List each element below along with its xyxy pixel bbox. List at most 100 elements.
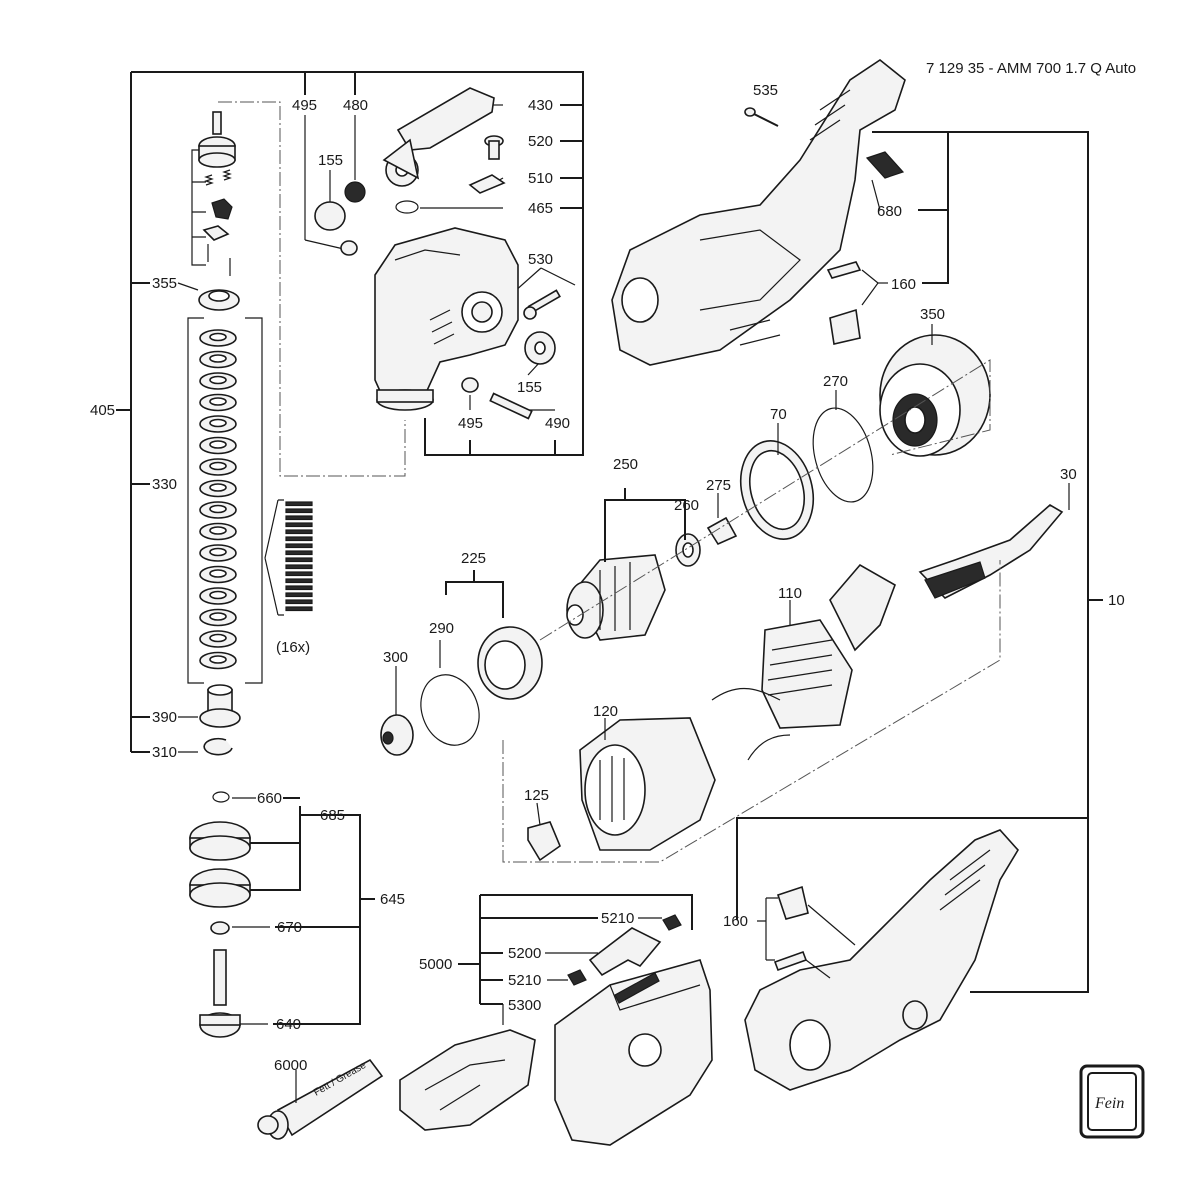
pads-160-lower [757, 885, 856, 979]
gear-housing [374, 227, 519, 411]
clamp-flange-685 [189, 821, 251, 908]
label-300: 300 [383, 649, 408, 666]
label-350: 350 [920, 306, 945, 323]
leader-125 [536, 802, 541, 826]
spring-disc-stack [199, 329, 237, 670]
brush-strip [285, 606, 313, 612]
label-510: 510 [528, 170, 553, 187]
disc-stack-bracket-left [187, 317, 204, 684]
cam-ring [198, 289, 240, 311]
brush-strip [285, 599, 313, 605]
bearing-cup-225 [477, 626, 543, 700]
small-springs [204, 169, 232, 186]
pads-680-160 [826, 151, 905, 345]
spring-disc-hole [209, 655, 227, 664]
spring-disc-hole [209, 547, 227, 557]
housing-half-upper [611, 59, 906, 366]
label-160b: 160 [723, 913, 748, 930]
label-660: 660 [257, 790, 282, 807]
label-495a: 495 [292, 97, 317, 114]
clamping-bolt-640 [199, 949, 241, 1038]
label-5300: 5300 [508, 997, 541, 1014]
part-labels: 495 480 430 520 510 465 155 530 155 495 … [90, 82, 1125, 1112]
label-680: 680 [877, 203, 902, 220]
brush-strip [285, 501, 313, 507]
spring-disc-hole [209, 633, 227, 643]
label-155a: 155 [318, 152, 343, 169]
brush-strip [285, 564, 313, 570]
label-5000: 5000 [419, 956, 452, 973]
model-header: 7 129 35 - AMM 700 1.7 Q Auto [926, 60, 1137, 77]
label-qty16: (16x) [276, 639, 310, 656]
label-640: 640 [276, 1016, 301, 1033]
label-535: 535 [753, 82, 778, 99]
label-110: 110 [778, 585, 802, 602]
label-645: 645 [380, 891, 405, 908]
washer-670 [210, 921, 230, 935]
accessory-bracket-645 [232, 797, 375, 1025]
switch-30 [918, 504, 1064, 599]
ring-70 [740, 440, 814, 540]
o-ring-290 [420, 674, 480, 746]
brush-strips [285, 501, 313, 612]
label-125: 125 [524, 787, 549, 804]
label-685: 685 [320, 807, 345, 824]
label-355: 355 [152, 275, 177, 292]
spring-disc-hole [209, 483, 227, 492]
brush-strip [285, 571, 313, 577]
screw-520 [484, 135, 504, 160]
label-5210a: 5210 [601, 910, 634, 927]
right-bracket-10 [861, 131, 1103, 993]
grease-tube-6000 [257, 1058, 384, 1140]
brush-strip [285, 550, 313, 556]
label-160a: 160 [891, 276, 916, 293]
brush-strip [285, 522, 313, 528]
part-125 [527, 821, 561, 862]
spring-disc-hole [209, 332, 227, 342]
cam-parts-bracket [191, 149, 206, 266]
spring-disc-hole [209, 354, 227, 363]
brush-bracket [264, 499, 284, 616]
label-405: 405 [90, 402, 115, 419]
rotor-250 [566, 554, 666, 641]
label-5210b: 5210 [508, 972, 541, 989]
o-ring-660 [212, 791, 230, 803]
fein-logo [1079, 1064, 1145, 1139]
label-520: 520 [528, 133, 553, 150]
motor-brackets [395, 324, 1070, 715]
label-465: 465 [528, 200, 553, 217]
label-670: 670 [277, 919, 302, 936]
label-120: 120 [593, 703, 618, 720]
spring-disc-hole [209, 375, 227, 385]
spring-disc-hole [209, 526, 227, 535]
spring-disc-hole [209, 418, 227, 428]
screw-530 [523, 289, 561, 320]
clip-510 [468, 174, 506, 194]
label-310: 310 [152, 744, 177, 761]
housing-half-lower [744, 829, 1019, 1091]
label-480: 480 [343, 97, 368, 114]
brush-strip [285, 592, 313, 598]
label-275: 275 [706, 477, 731, 494]
lower-housing-bracket [736, 817, 1088, 920]
label-290: 290 [429, 620, 454, 637]
label-260: 260 [674, 497, 699, 514]
label-390: 390 [152, 709, 177, 726]
spring-disc-hole [209, 440, 227, 449]
screw-535 [744, 107, 779, 127]
logo-text: Fein [1094, 1095, 1124, 1112]
spring-disc-hole [209, 612, 227, 621]
bearing-260 [675, 533, 701, 567]
label-6000: 6000 [274, 1057, 307, 1074]
case-5000 [554, 914, 713, 1146]
label-155b: 155 [517, 379, 542, 396]
motor-centre-line [502, 560, 1001, 863]
case-insert-5300 [399, 1029, 536, 1131]
pin-490 [489, 392, 533, 420]
brush-strip [285, 585, 313, 591]
brush-strip [285, 508, 313, 514]
label-330: 330 [152, 476, 177, 493]
label-250: 250 [613, 456, 638, 473]
stator-350 [879, 334, 991, 457]
